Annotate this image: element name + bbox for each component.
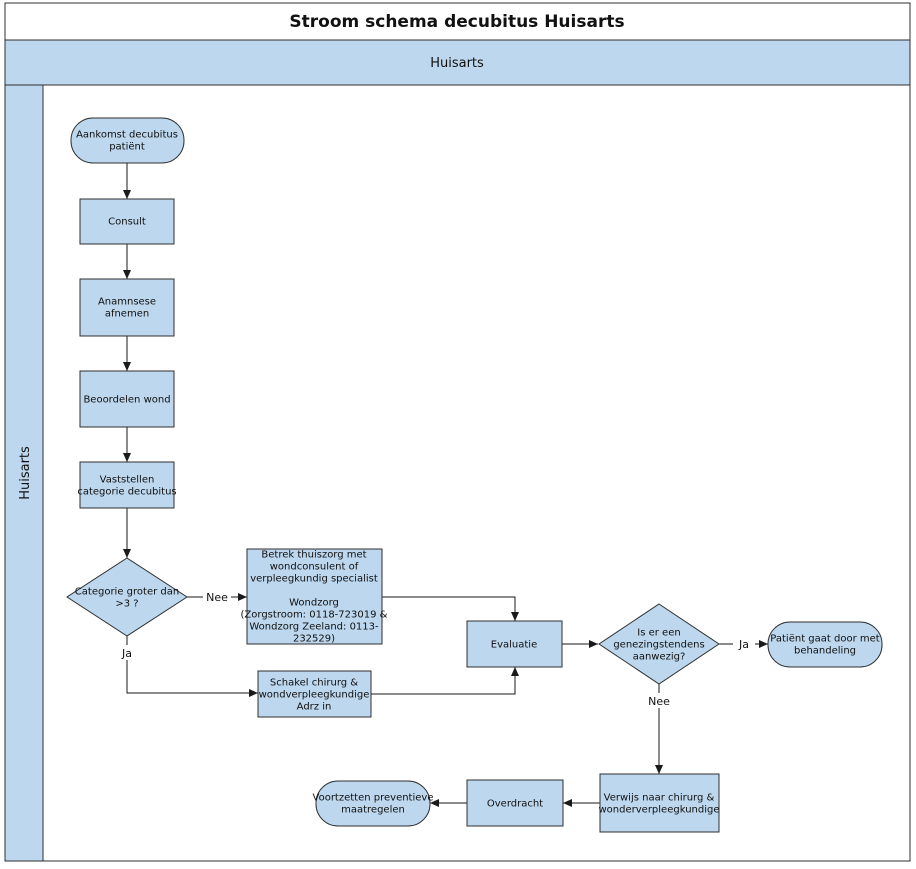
vaststellen-process-box (79, 461, 175, 509)
edge-label-categorie-nee: Nee (206, 591, 228, 604)
edge-betrek-evaluatie (382, 596, 519, 621)
categorie-decision-label: Categorie groter dan>3 ? (75, 587, 179, 610)
betrek-process-box (246, 548, 383, 645)
edge-label-genezing-nee: Nee (648, 695, 670, 708)
node-label-line: verpleegkundig specialist (250, 574, 378, 585)
edge-labels: Nee Ja Ja Nee (116, 589, 755, 708)
lane-label: Huisarts (18, 446, 33, 500)
categorie-decision-diamond (66, 557, 188, 637)
beoordelen-process-box (79, 370, 175, 428)
node-label-line: categorie decubitus (77, 487, 176, 498)
node-label-line: afnemen (105, 309, 149, 320)
edge-label-genezing-ja: Ja (738, 638, 749, 651)
node-label-line: Is er een (637, 628, 680, 639)
node-label-line: genezingstendens (613, 640, 704, 651)
node-label-line: Schakel chirurg & (270, 678, 358, 689)
schakel-process-box (257, 670, 372, 718)
node-label-line: Voortzetten preventieve (313, 793, 434, 804)
consult-process-box (79, 198, 175, 245)
verwijs-process-box (599, 773, 720, 833)
node-label-line: wondverpleegkundige (259, 690, 370, 701)
overdracht-process-box (466, 779, 564, 827)
node-label-line: Patiënt gaat door met (770, 634, 879, 645)
node-label-line: Evaluatie (491, 640, 537, 651)
start-node-terminator (70, 117, 185, 164)
node-label-line: patiënt (109, 142, 145, 153)
title-bar: Stroom schema decubitus Huisarts (4, 2, 911, 41)
node-label-line: Overdracht (487, 799, 543, 810)
node-label-line: Beoordelen wond (83, 395, 170, 406)
evaluatie-label: Evaluatie (491, 640, 537, 651)
beoordelen-label: Beoordelen wond (83, 395, 170, 406)
evaluatie-process-box (466, 620, 563, 668)
node-label-line: Vaststellen (100, 475, 155, 486)
genezing-decision-diamond (598, 603, 720, 685)
node-label-line: 232529) (293, 634, 335, 645)
node-label-line: Anamnsese (98, 297, 156, 308)
voortzetten-end-terminator (315, 780, 431, 827)
pool-header: Huisarts (4, 39, 911, 86)
pool-header-label: Huisarts (430, 56, 484, 71)
node-label-line: Verwijs naar chirurg & (604, 793, 715, 804)
edge-schakel-evaluatie (371, 667, 519, 695)
edge-label-categorie-ja: Ja (121, 647, 132, 660)
node-label-line: wondconsulent of (270, 562, 359, 573)
node-label-line: Consult (108, 217, 146, 228)
node-label-line: maatregelen (341, 805, 405, 816)
overdracht-label: Overdracht (487, 799, 543, 810)
node-label-line: behandeling (794, 646, 856, 657)
node-label-line: wonderverpleegkundige (599, 805, 720, 816)
verwijs-label: Verwijs naar chirurg &wonderverpleegkund… (599, 793, 720, 816)
node-label-line: Adrz in (297, 702, 332, 713)
nodes (66, 117, 883, 833)
node-label-line: Betrek thuiszorg met (261, 550, 366, 561)
consult-label: Consult (108, 217, 146, 228)
node-label-line: >3 ? (115, 599, 138, 610)
node-label-line: aanwezig? (633, 652, 686, 663)
node-label-line: Wondzorg (289, 598, 339, 609)
diagram-title: Stroom schema decubitus Huisarts (289, 12, 624, 32)
behandeling-end-terminator (767, 621, 883, 668)
node-label-line: Aankomst decubitus (76, 130, 178, 141)
node-label-line: Wondzorg Zeeland: 0113- (249, 622, 379, 633)
node-label-line: (Zorgstroom: 0118-723019 & (241, 610, 388, 621)
anamnese-process-box (79, 278, 175, 337)
node-label-line: Categorie groter dan (75, 587, 179, 598)
